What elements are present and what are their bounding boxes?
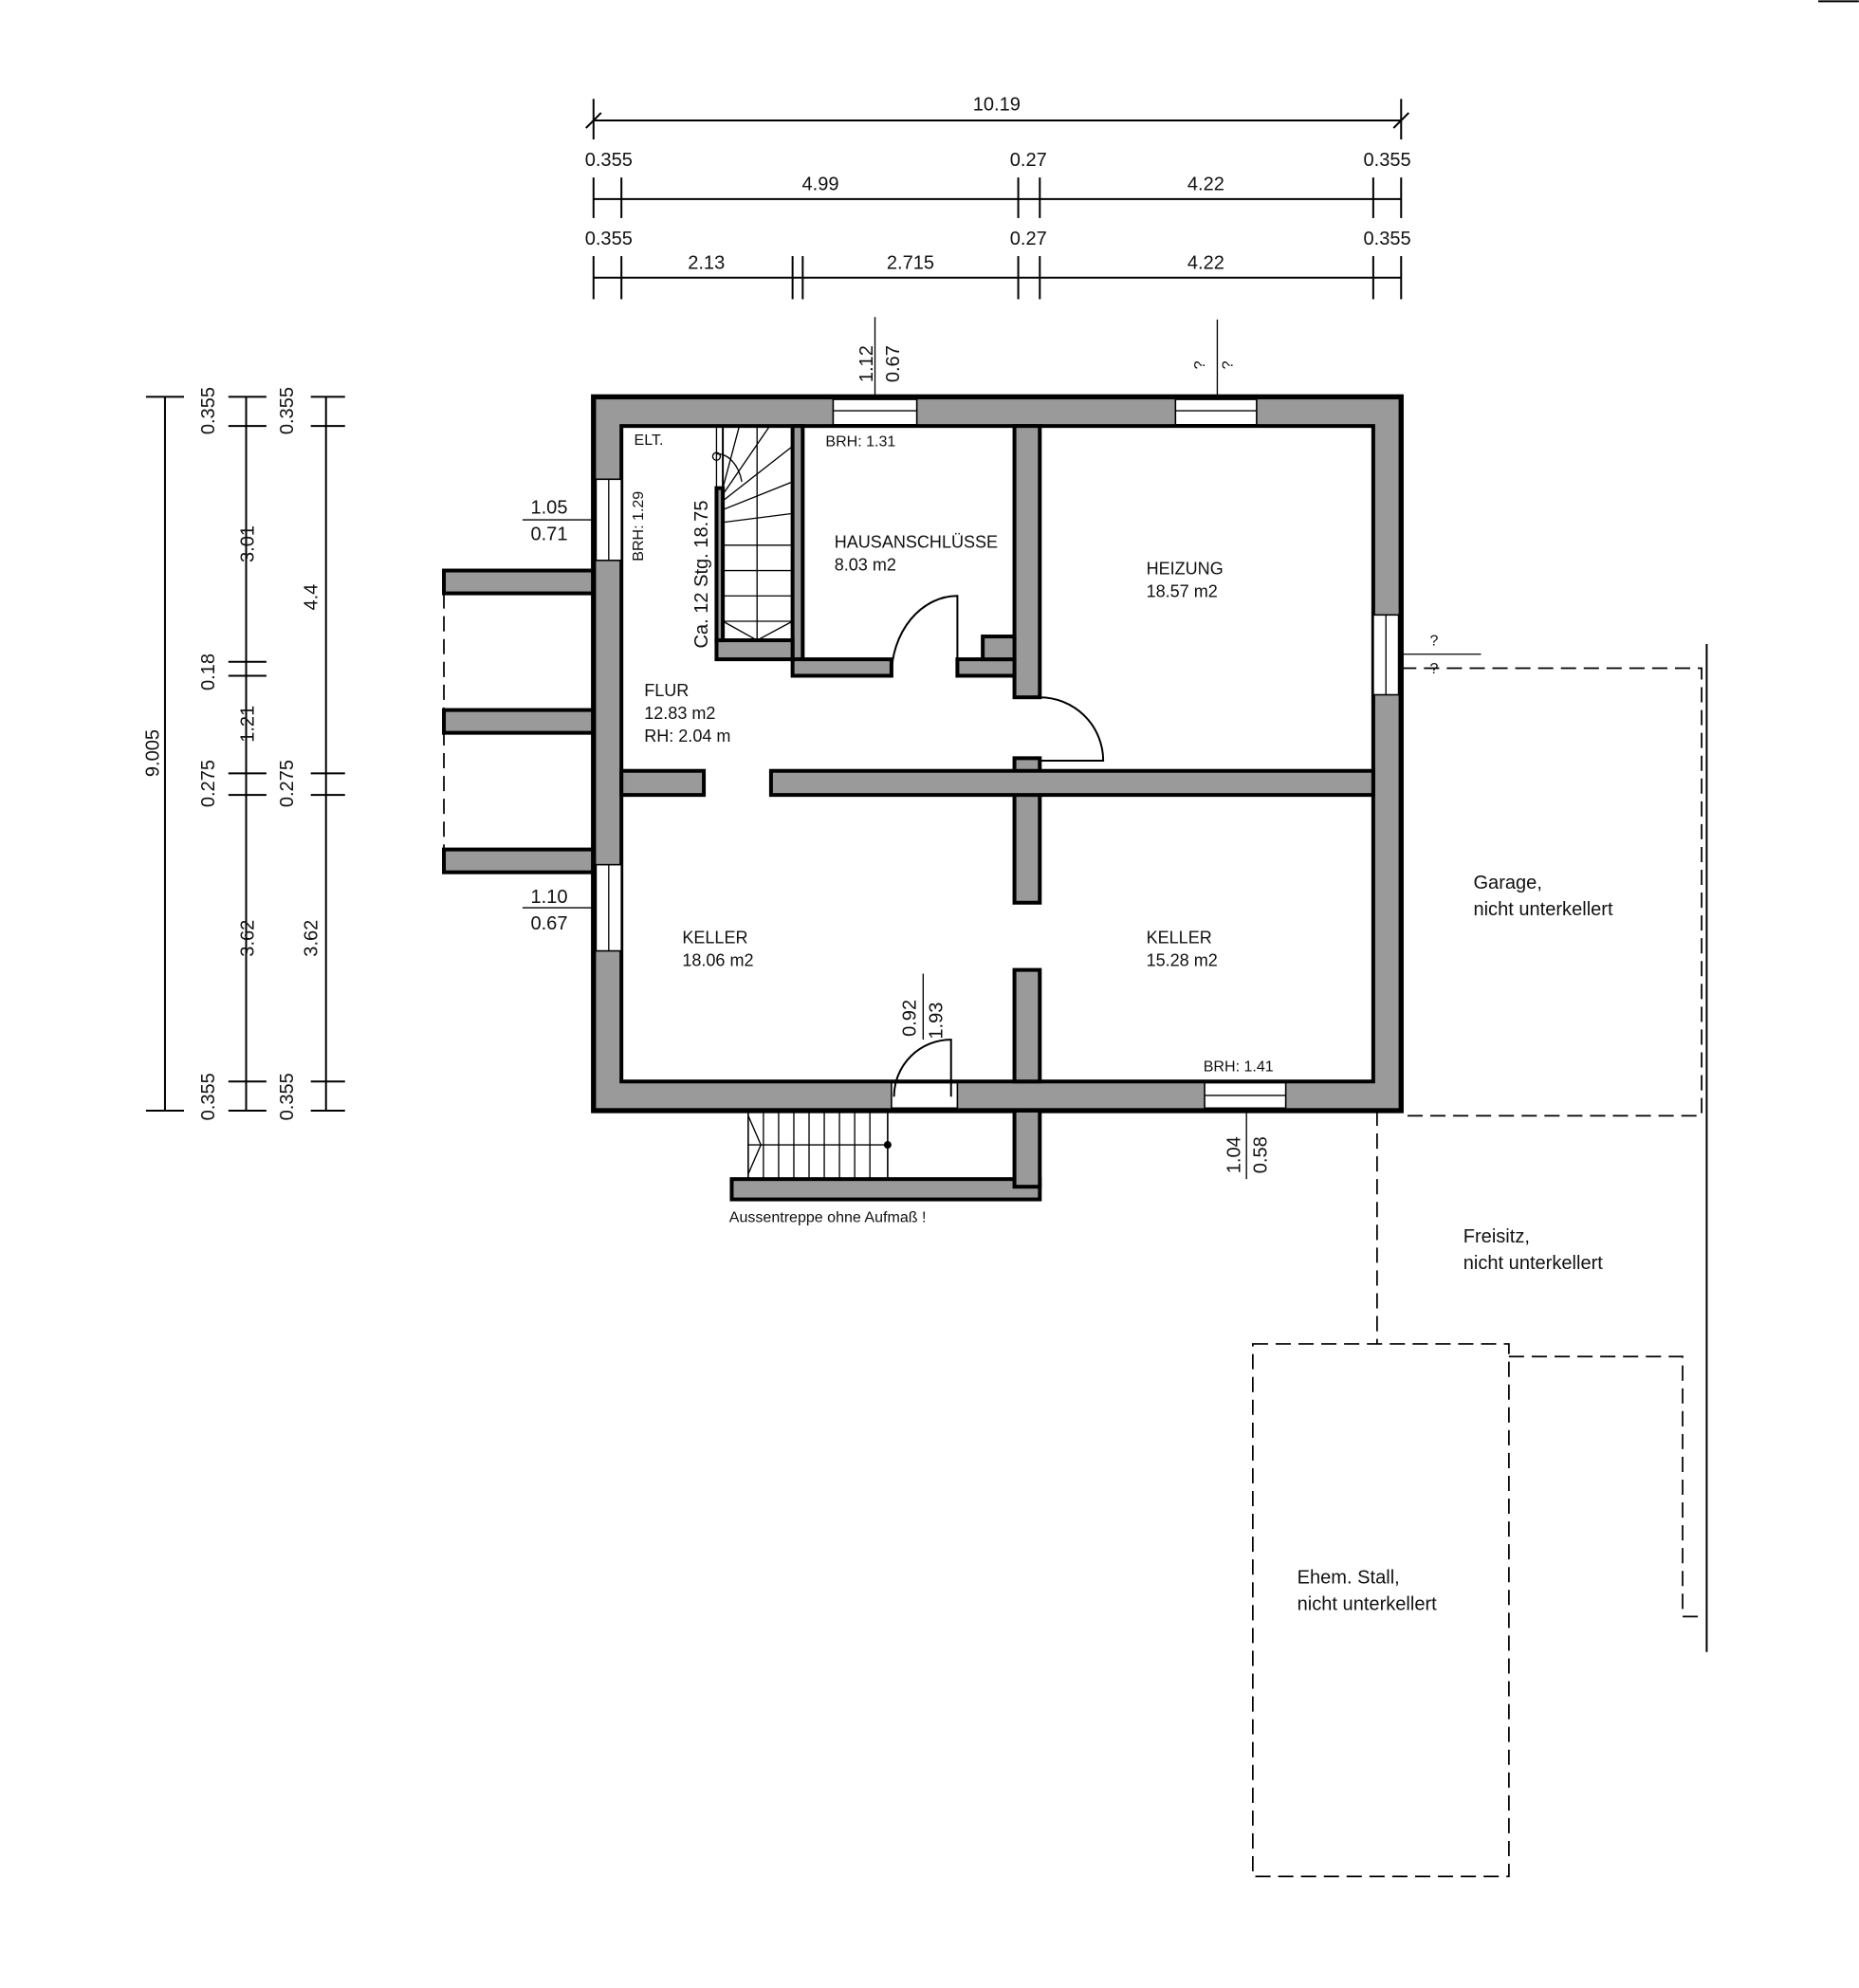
windows: [595, 398, 1400, 1110]
dim-label: 0.355: [585, 150, 633, 171]
dim-label: 2.715: [887, 252, 934, 273]
room-name-flur: FLUR: [644, 681, 689, 700]
dim-label: 0.355: [1363, 229, 1410, 249]
window-dim: 1.05: [530, 497, 567, 518]
brh-label: BRH: 1.29: [630, 491, 647, 561]
room-name-hausanschluesse: HAUSANSCHLÜSSE: [835, 532, 998, 551]
room-labels: ELT. Ca. 12 Stg. 18.75 HAUSANSCHLÜSSE 8.…: [635, 432, 1224, 1225]
stall-note: nicht unterkellert: [1298, 1594, 1438, 1615]
room-area-hausanschluesse: 8.03 m2: [835, 556, 896, 575]
window-dim: ?: [1191, 360, 1208, 369]
room-area-flur: 12.83 m2: [644, 704, 715, 723]
room-height-flur: RH: 2.04 m: [644, 727, 730, 746]
room-area-heizung: 18.57 m2: [1147, 582, 1218, 601]
dim-label: 2.13: [688, 252, 725, 273]
garage-note: nicht unterkellert: [1473, 899, 1613, 920]
brh-label: BRH: 1.41: [1204, 1058, 1274, 1076]
dim-label: 0.355: [198, 1073, 219, 1120]
exterior-stairs: [747, 1110, 892, 1180]
room-area-keller-left: 18.06 m2: [682, 951, 753, 970]
window-dim: ?: [1430, 632, 1439, 649]
window-dim: 0.67: [530, 913, 567, 934]
dim-label: 0.355: [198, 387, 219, 434]
room-name-heizung: HEIZUNG: [1147, 560, 1224, 579]
dim-label: 3.62: [238, 920, 259, 957]
dim-label: 4.22: [1187, 252, 1224, 273]
interior-stairs: [711, 425, 794, 642]
dim-label: 0.18: [198, 653, 219, 690]
room-name-keller-left: KELLER: [682, 929, 747, 948]
stairs-label: Ca. 12 Stg. 18.75: [691, 501, 712, 649]
stall-label: Ehem. Stall,: [1298, 1568, 1400, 1589]
outbuildings: Garage, nicht unterkellert Freisitz, nic…: [1251, 644, 1708, 1878]
dim-label: 0.275: [198, 760, 219, 807]
dim-label: 4.22: [1187, 175, 1224, 195]
left-dimensions: 9.005 0.355 3.01 0.18 1.21 0.275 3.62 0.…: [142, 387, 345, 1120]
dim-label: 3.01: [238, 525, 259, 562]
dim-total-width: 10.19: [973, 94, 1021, 115]
doors: [890, 595, 1105, 1097]
brh-label: BRH: 1.31: [825, 433, 895, 451]
dim-label: 0.355: [585, 229, 633, 249]
dim-label: 0.355: [1363, 150, 1410, 171]
top-dimensions: 10.19 0.355 4.99 0.27 4.22 0.355 0.355 2…: [585, 94, 1411, 300]
dim-label: 0.27: [1010, 229, 1047, 249]
room-name-keller-right: KELLER: [1147, 929, 1212, 948]
window-dim: 0.71: [530, 524, 567, 544]
door-dim: 0.92: [899, 1000, 920, 1037]
building-walls: [591, 394, 1404, 1202]
dim-label: 0.355: [277, 387, 298, 434]
freisitz-note: nicht unterkellert: [1463, 1253, 1604, 1274]
dim-total-depth: 9.005: [142, 729, 163, 777]
garage-label: Garage,: [1473, 873, 1541, 893]
window-dim: ?: [1219, 360, 1236, 369]
room-area-keller-right: 15.28 m2: [1147, 951, 1218, 970]
room-label-elt: ELT.: [635, 432, 664, 449]
window-dim: 1.04: [1224, 1136, 1245, 1173]
left-annex: [442, 568, 601, 874]
aussentreppe-note: Aussentreppe ohne Aufmaß !: [729, 1209, 927, 1226]
freisitz-label: Freisitz,: [1463, 1226, 1530, 1247]
dim-label: 0.275: [277, 760, 298, 807]
window-dim: 1.12: [856, 345, 877, 382]
dim-label: 0.355: [277, 1073, 298, 1120]
dim-label: 4.99: [802, 175, 839, 195]
dim-label: 3.62: [301, 920, 322, 957]
door-dim: 1.93: [926, 1003, 947, 1040]
dim-label: 1.21: [238, 706, 259, 743]
window-dim: 0.58: [1251, 1136, 1272, 1173]
dim-label: 0.27: [1010, 150, 1047, 171]
window-dim: 1.10: [530, 887, 567, 908]
window-dim: 0.67: [883, 345, 904, 382]
dim-label: 4.4: [301, 584, 322, 611]
